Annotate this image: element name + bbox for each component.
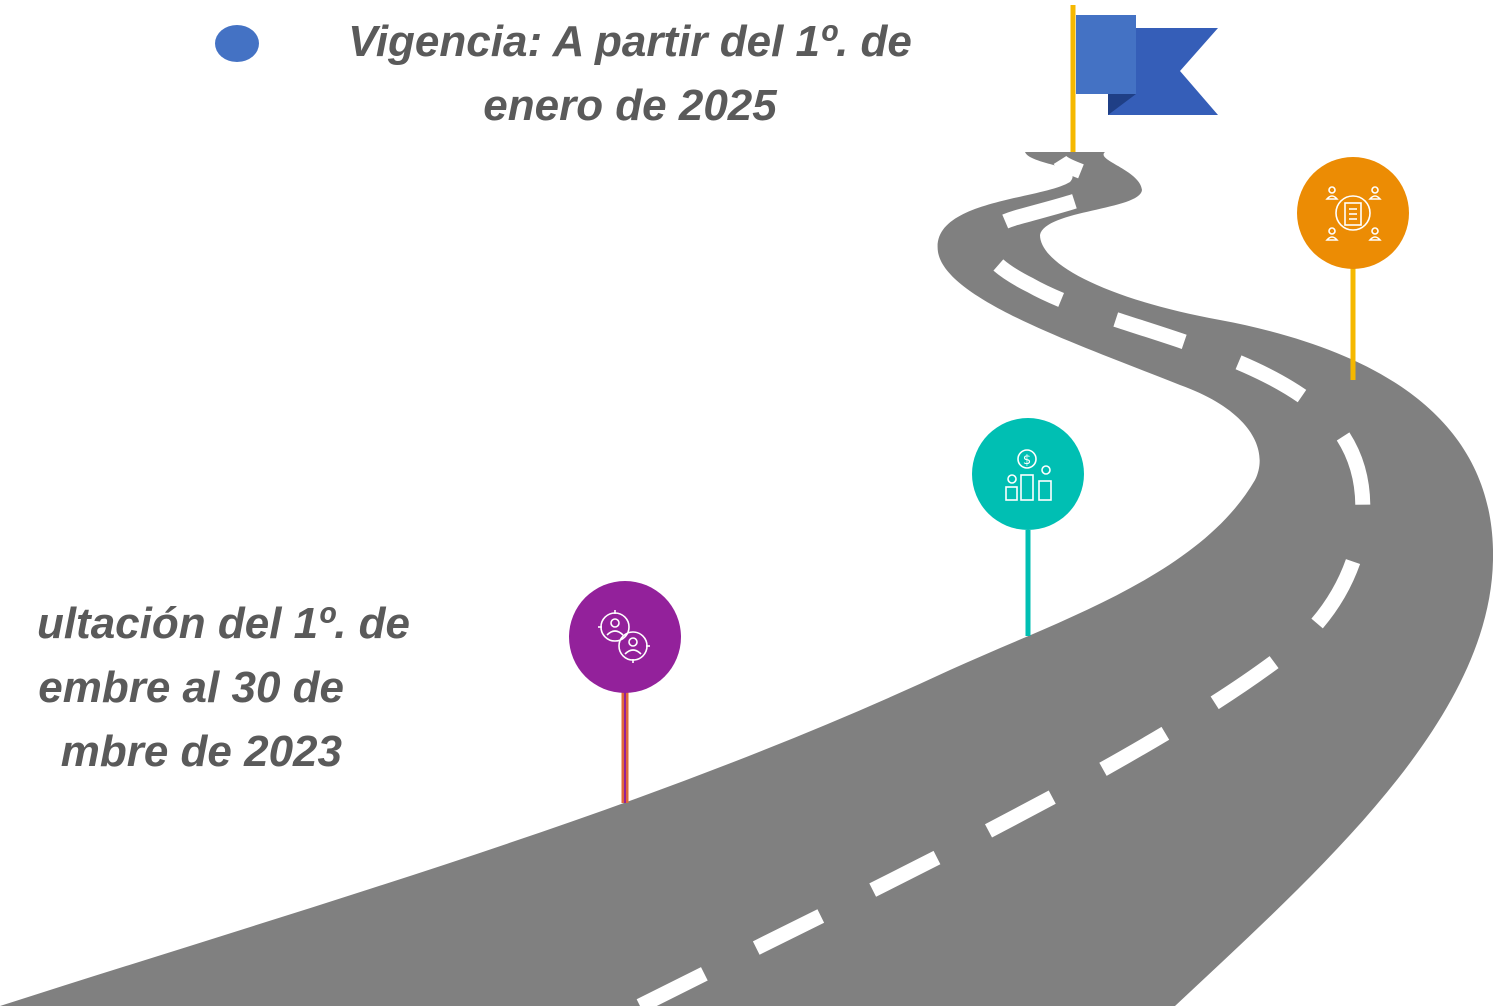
svg-text:$: $ xyxy=(1023,453,1031,468)
road xyxy=(0,152,1493,1006)
bullet-dot xyxy=(215,25,259,62)
flag-front xyxy=(1076,15,1136,94)
people-target-icon xyxy=(598,610,650,663)
caption-line: ultación del 1º. de xyxy=(36,599,410,648)
flag-fold xyxy=(1108,94,1136,115)
milestone-circle[interactable] xyxy=(972,418,1084,530)
caption-line: embre al 30 de xyxy=(38,663,344,712)
lane-marking xyxy=(636,154,1371,1006)
consultation-period-caption: ultación del 1º. de embre al 30 de mbre … xyxy=(0,592,410,784)
money-podium-icon: $ xyxy=(1005,449,1052,501)
caption-line: mbre de 2023 xyxy=(60,727,342,776)
milestone-circle[interactable] xyxy=(1297,157,1409,269)
effective-date-caption: Vigencia: A partir del 1º. de enero de 2… xyxy=(348,17,912,130)
meeting-document-icon xyxy=(1325,186,1382,241)
